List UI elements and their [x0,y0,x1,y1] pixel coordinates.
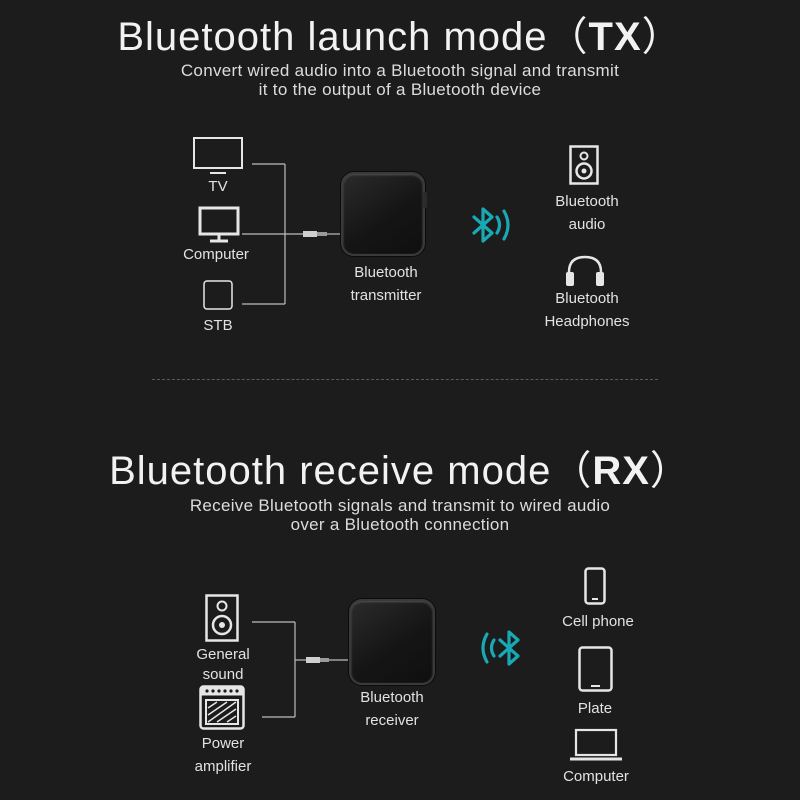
tx-subtitle-line2: it to the output of a Bluetooth device [258,80,542,99]
tx-output-headphones-line2: Headphones [544,313,630,330]
section-divider [152,379,658,380]
tablet-icon [578,646,613,692]
tx-output-audio-line1: Bluetooth [555,193,619,210]
tv-icon [193,137,243,174]
tx-output-label-audio: Bluetooth audio [535,190,639,236]
rx-title-close: ） [649,449,691,493]
rx-output-amplifier-line1: Power [201,735,245,752]
bluetooth-receiver-device [349,599,435,685]
rx-title-code: RX [592,449,650,493]
amplifier-icon [199,685,245,730]
tx-device-button [423,192,427,208]
tx-title-close: ） [641,15,683,59]
rx-output-label-amplifier: Power amplifier [175,732,271,778]
tx-source-label-tv: TV [208,178,228,195]
speaker-icon [205,594,239,642]
rx-output-general-line2: sound [202,666,244,683]
rx-output-general-line1: General [196,646,250,663]
tx-title: Bluetooth launch mode（TX） [0,4,800,62]
bluetooth-signal-icon [481,630,520,666]
tx-output-audio-line2: audio [568,216,606,233]
bluetooth-transmitter-device [341,172,425,256]
tx-subtitle-line1: Convert wired audio into a Bluetooth sig… [180,61,620,80]
rx-subtitle-line1: Receive Bluetooth signals and transmit t… [189,496,611,515]
tx-device-label: Bluetooth transmitter [326,261,446,307]
rx-subtitle: Receive Bluetooth signals and transmit t… [100,496,700,534]
tx-device-label-line2: transmitter [350,287,422,304]
tx-title-code: TX [588,15,642,59]
phone-icon [584,567,606,605]
rx-output-label-general-sound: General sound [178,645,268,685]
tx-source-label-computer: Computer [183,246,249,263]
speaker-icon [569,145,599,185]
rx-title: Bluetooth receive mode（RX） [0,438,800,496]
tx-subtitle: Convert wired audio into a Bluetooth sig… [100,61,700,99]
tx-device-label-line1: Bluetooth [354,264,418,281]
rx-source-label-plate: Plate [577,700,613,717]
tx-title-main: Bluetooth launch mode（ [117,15,589,59]
tx-audio-jack-icon [303,231,341,237]
rx-source-label-cell-phone: Cell phone [562,613,634,630]
set-top-box-icon [203,280,233,310]
laptop-icon [570,728,622,761]
rx-source-label-computer: Computer [563,768,629,785]
headphones-icon [566,255,604,286]
rx-title-main: Bluetooth receive mode（ [109,449,593,493]
rx-audio-jack-icon [306,657,348,663]
rx-device-label-line1: Bluetooth [360,689,424,706]
rx-device-label: Bluetooth receiver [330,686,454,732]
monitor-icon [198,206,240,243]
rx-output-amplifier-line2: amplifier [194,758,252,775]
tx-source-label-stb: STB [203,317,233,334]
rx-subtitle-line2: over a Bluetooth connection [290,515,510,534]
bluetooth-signal-icon [472,207,510,243]
tx-output-label-headphones: Bluetooth Headphones [530,287,644,333]
tx-output-headphones-line1: Bluetooth [555,290,619,307]
rx-device-label-line2: receiver [365,712,419,729]
